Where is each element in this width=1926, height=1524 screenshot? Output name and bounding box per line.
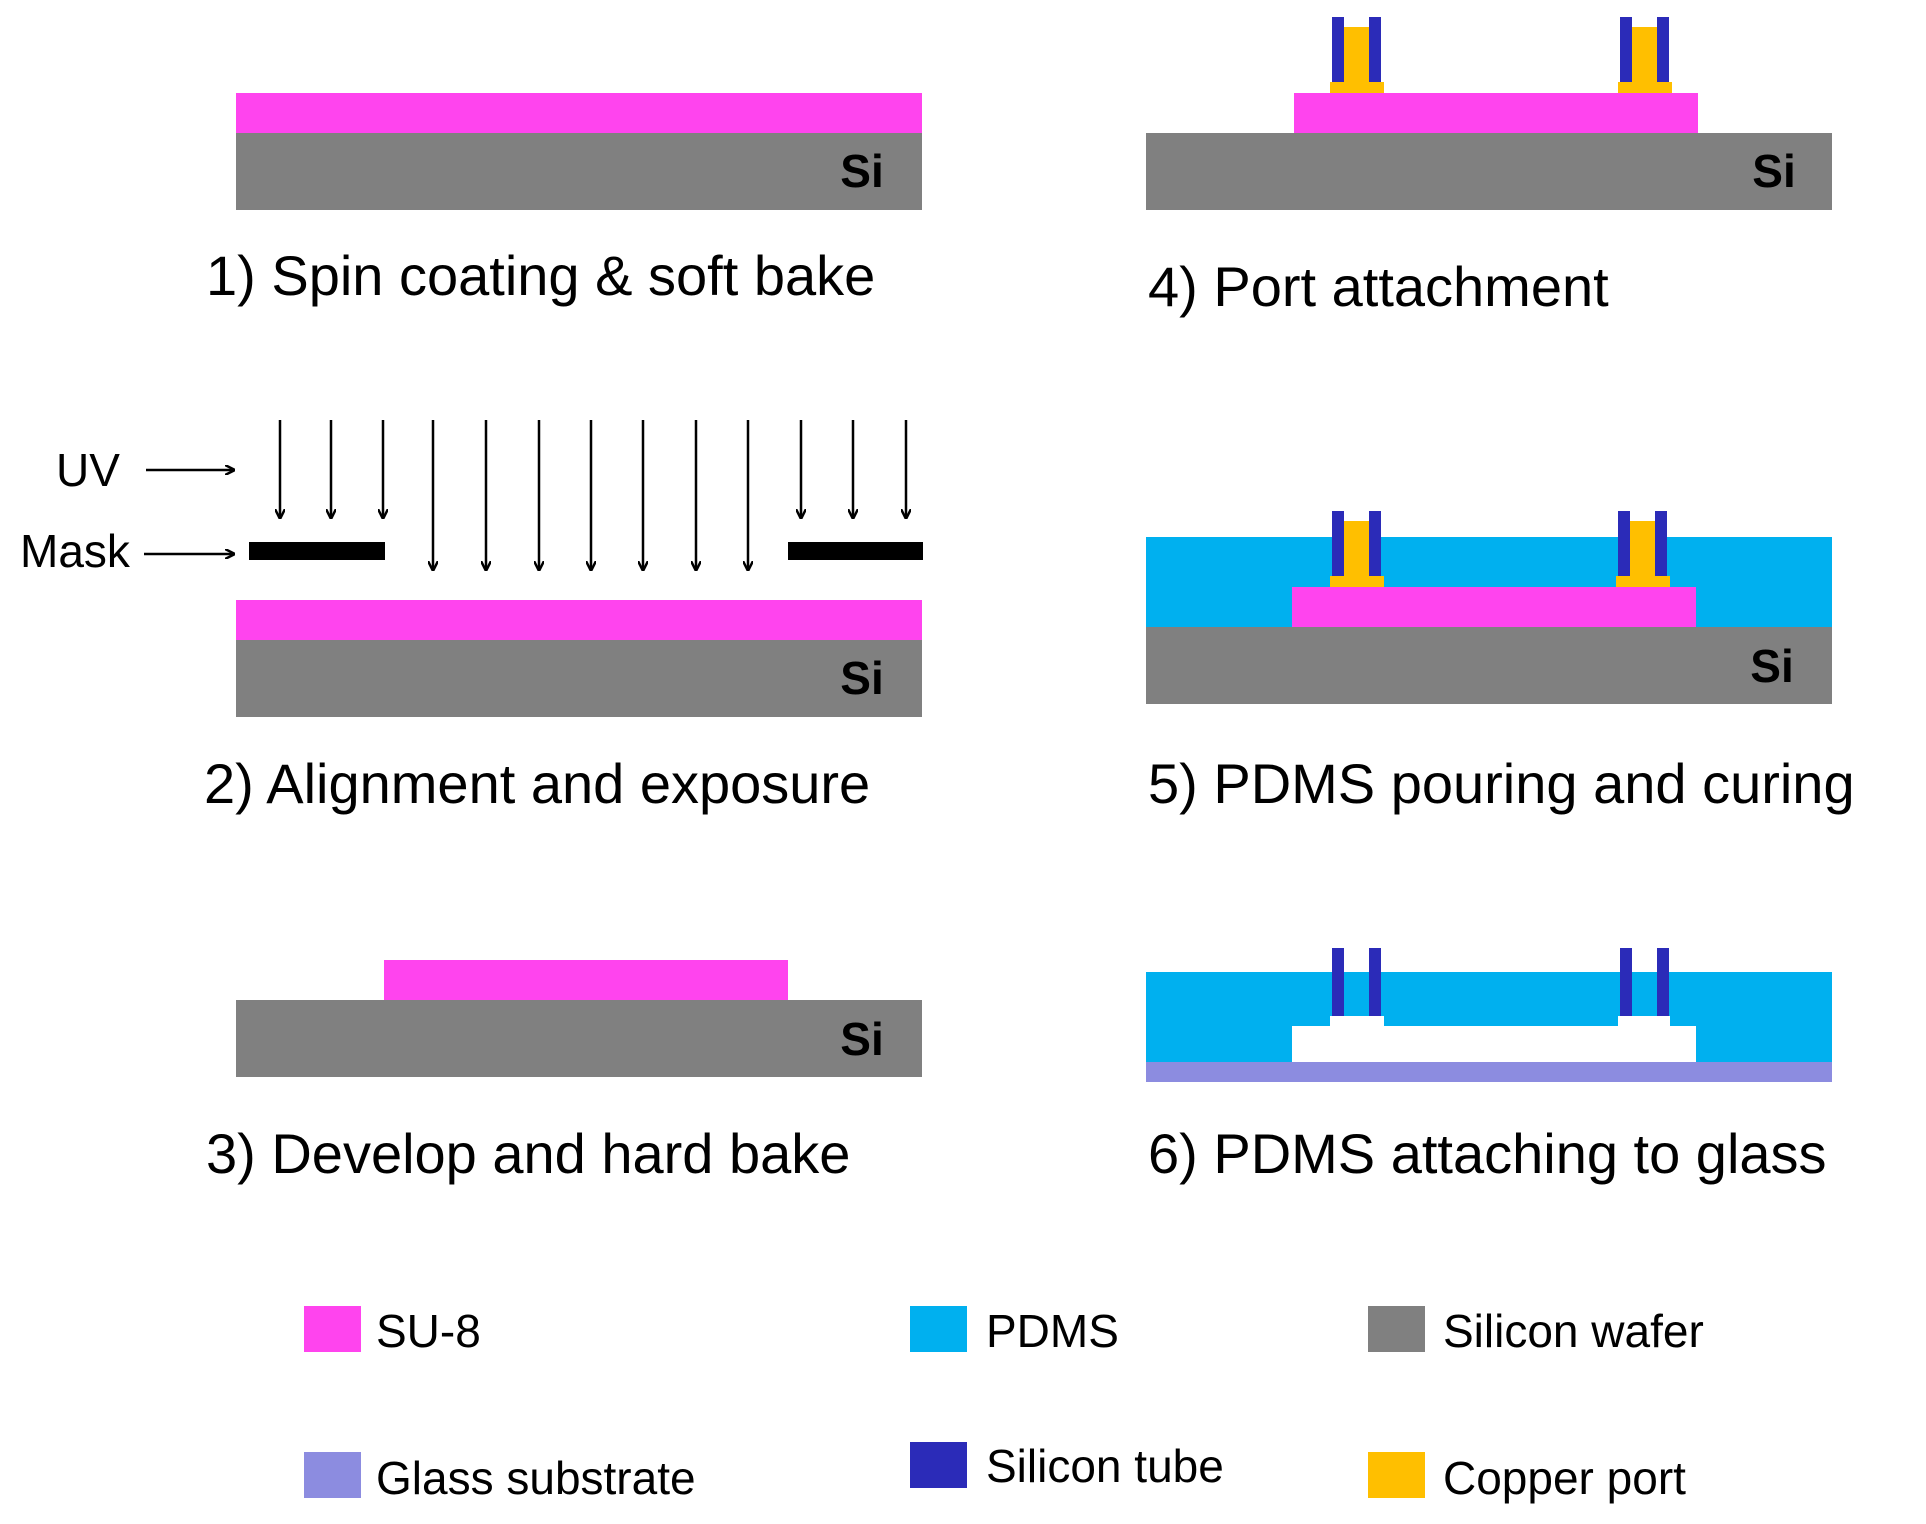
legend-swatch-silicon-tube: [910, 1442, 967, 1488]
pdms-body: [1146, 972, 1832, 1062]
mask-label: Mask: [20, 525, 131, 577]
legend-swatch-pdms: [910, 1306, 967, 1352]
copper-port: [1330, 82, 1384, 93]
si-label: Si: [840, 145, 883, 197]
step-6: 6) PDMS attaching to glass: [1146, 948, 1832, 1185]
silicon-tube: [1332, 948, 1344, 1016]
su8-layer: [236, 600, 922, 640]
copper-port: [1343, 521, 1371, 576]
legend-swatch-su8: [304, 1306, 361, 1352]
silicon-tube: [1620, 17, 1632, 82]
si-wafer: [236, 640, 922, 717]
silicon-tube: [1657, 948, 1669, 1016]
mask-left: [249, 542, 385, 560]
si-label: Si: [840, 652, 883, 704]
silicon-tube: [1657, 17, 1669, 82]
copper-port: [1629, 521, 1657, 576]
step-5: Si 5) PDMS pouring and curing: [1146, 511, 1855, 815]
si-wafer: [236, 133, 922, 210]
legend-label-su8: SU-8: [376, 1305, 481, 1357]
step-4-caption: 4) Port attachment: [1148, 255, 1609, 318]
si-wafer: [1146, 627, 1832, 704]
legend-label-pdms: PDMS: [986, 1305, 1119, 1357]
step-1-caption: 1) Spin coating & soft bake: [206, 244, 875, 307]
legend-label-copper: Copper port: [1443, 1452, 1686, 1504]
legend: SU-8 PDMS Silicon wafer Glass substrate …: [304, 1305, 1704, 1504]
glass-substrate: [1146, 1062, 1832, 1082]
si-wafer: [1146, 133, 1832, 210]
legend-label-silicon-tube: Silicon tube: [986, 1440, 1224, 1492]
step-3-caption: 3) Develop and hard bake: [206, 1122, 850, 1185]
su8-layer: [236, 93, 922, 133]
legend-label-glass: Glass substrate: [376, 1452, 696, 1504]
silicon-tube: [1369, 17, 1381, 82]
silicon-tube: [1620, 948, 1632, 1016]
mask-right: [788, 542, 923, 560]
silicon-tube: [1369, 511, 1381, 576]
si-label: Si: [1750, 640, 1793, 692]
su8-pattern: [1292, 587, 1696, 627]
step-2: UV Mask Si 2) Alignment and exposure: [20, 420, 923, 815]
copper-port: [1631, 27, 1659, 82]
legend-swatch-copper: [1368, 1452, 1425, 1498]
copper-port: [1343, 27, 1371, 82]
legend-swatch-glass: [304, 1452, 361, 1498]
silicon-tube: [1332, 17, 1344, 82]
step-4: Si 4) Port attachment: [1146, 17, 1832, 318]
step-6-caption: 6) PDMS attaching to glass: [1148, 1122, 1827, 1185]
step-5-caption: 5) PDMS pouring and curing: [1148, 752, 1855, 815]
legend-label-silicon-wafer: Silicon wafer: [1443, 1305, 1704, 1357]
legend-swatch-silicon-wafer: [1368, 1306, 1425, 1352]
silicon-tube: [1655, 511, 1667, 576]
silicon-tube: [1332, 511, 1344, 576]
step-2-caption: 2) Alignment and exposure: [204, 752, 870, 815]
su8-pattern: [384, 960, 788, 1000]
step-3: Si 3) Develop and hard bake: [206, 960, 922, 1185]
copper-port: [1616, 576, 1670, 587]
copper-port: [1330, 576, 1384, 587]
su8-pattern: [1294, 93, 1698, 133]
copper-port: [1618, 82, 1672, 93]
uv-arrows: [280, 420, 906, 570]
silicon-tube: [1369, 948, 1381, 1016]
si-label: Si: [1752, 145, 1795, 197]
uv-label: UV: [56, 444, 120, 496]
silicon-tube: [1618, 511, 1630, 576]
step-1: Si 1) Spin coating & soft bake: [206, 93, 922, 307]
si-label: Si: [840, 1013, 883, 1065]
si-wafer: [236, 1000, 922, 1077]
